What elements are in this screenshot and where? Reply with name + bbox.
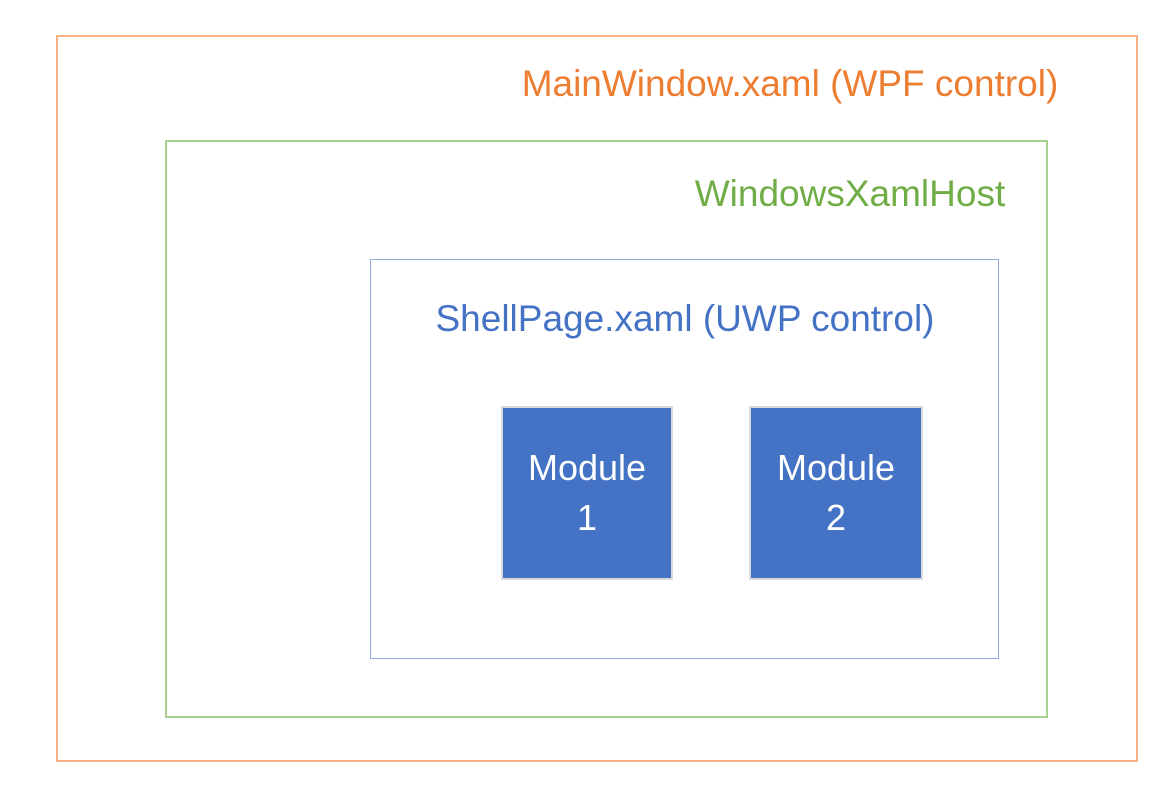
wpf-mainwindow-box <box>56 35 1138 762</box>
wpf-mainwindow-label: MainWindow.xaml (WPF control) <box>521 63 1059 104</box>
module-2-label: Module <box>776 446 896 488</box>
windows-xaml-host-box <box>165 140 1048 718</box>
module-1-box: Module 1 <box>501 406 673 580</box>
module-1-number: 1 <box>576 497 598 538</box>
windows-xaml-host-label: WindowsXamlHost <box>694 173 1006 214</box>
shellpage-uwp-box <box>370 259 999 659</box>
module-1-label: Module <box>527 446 647 488</box>
shellpage-uwp-label: ShellPage.xaml (UWP control) <box>435 298 935 339</box>
module-2-box: Module 2 <box>749 406 923 580</box>
module-2-number: 2 <box>825 497 847 538</box>
